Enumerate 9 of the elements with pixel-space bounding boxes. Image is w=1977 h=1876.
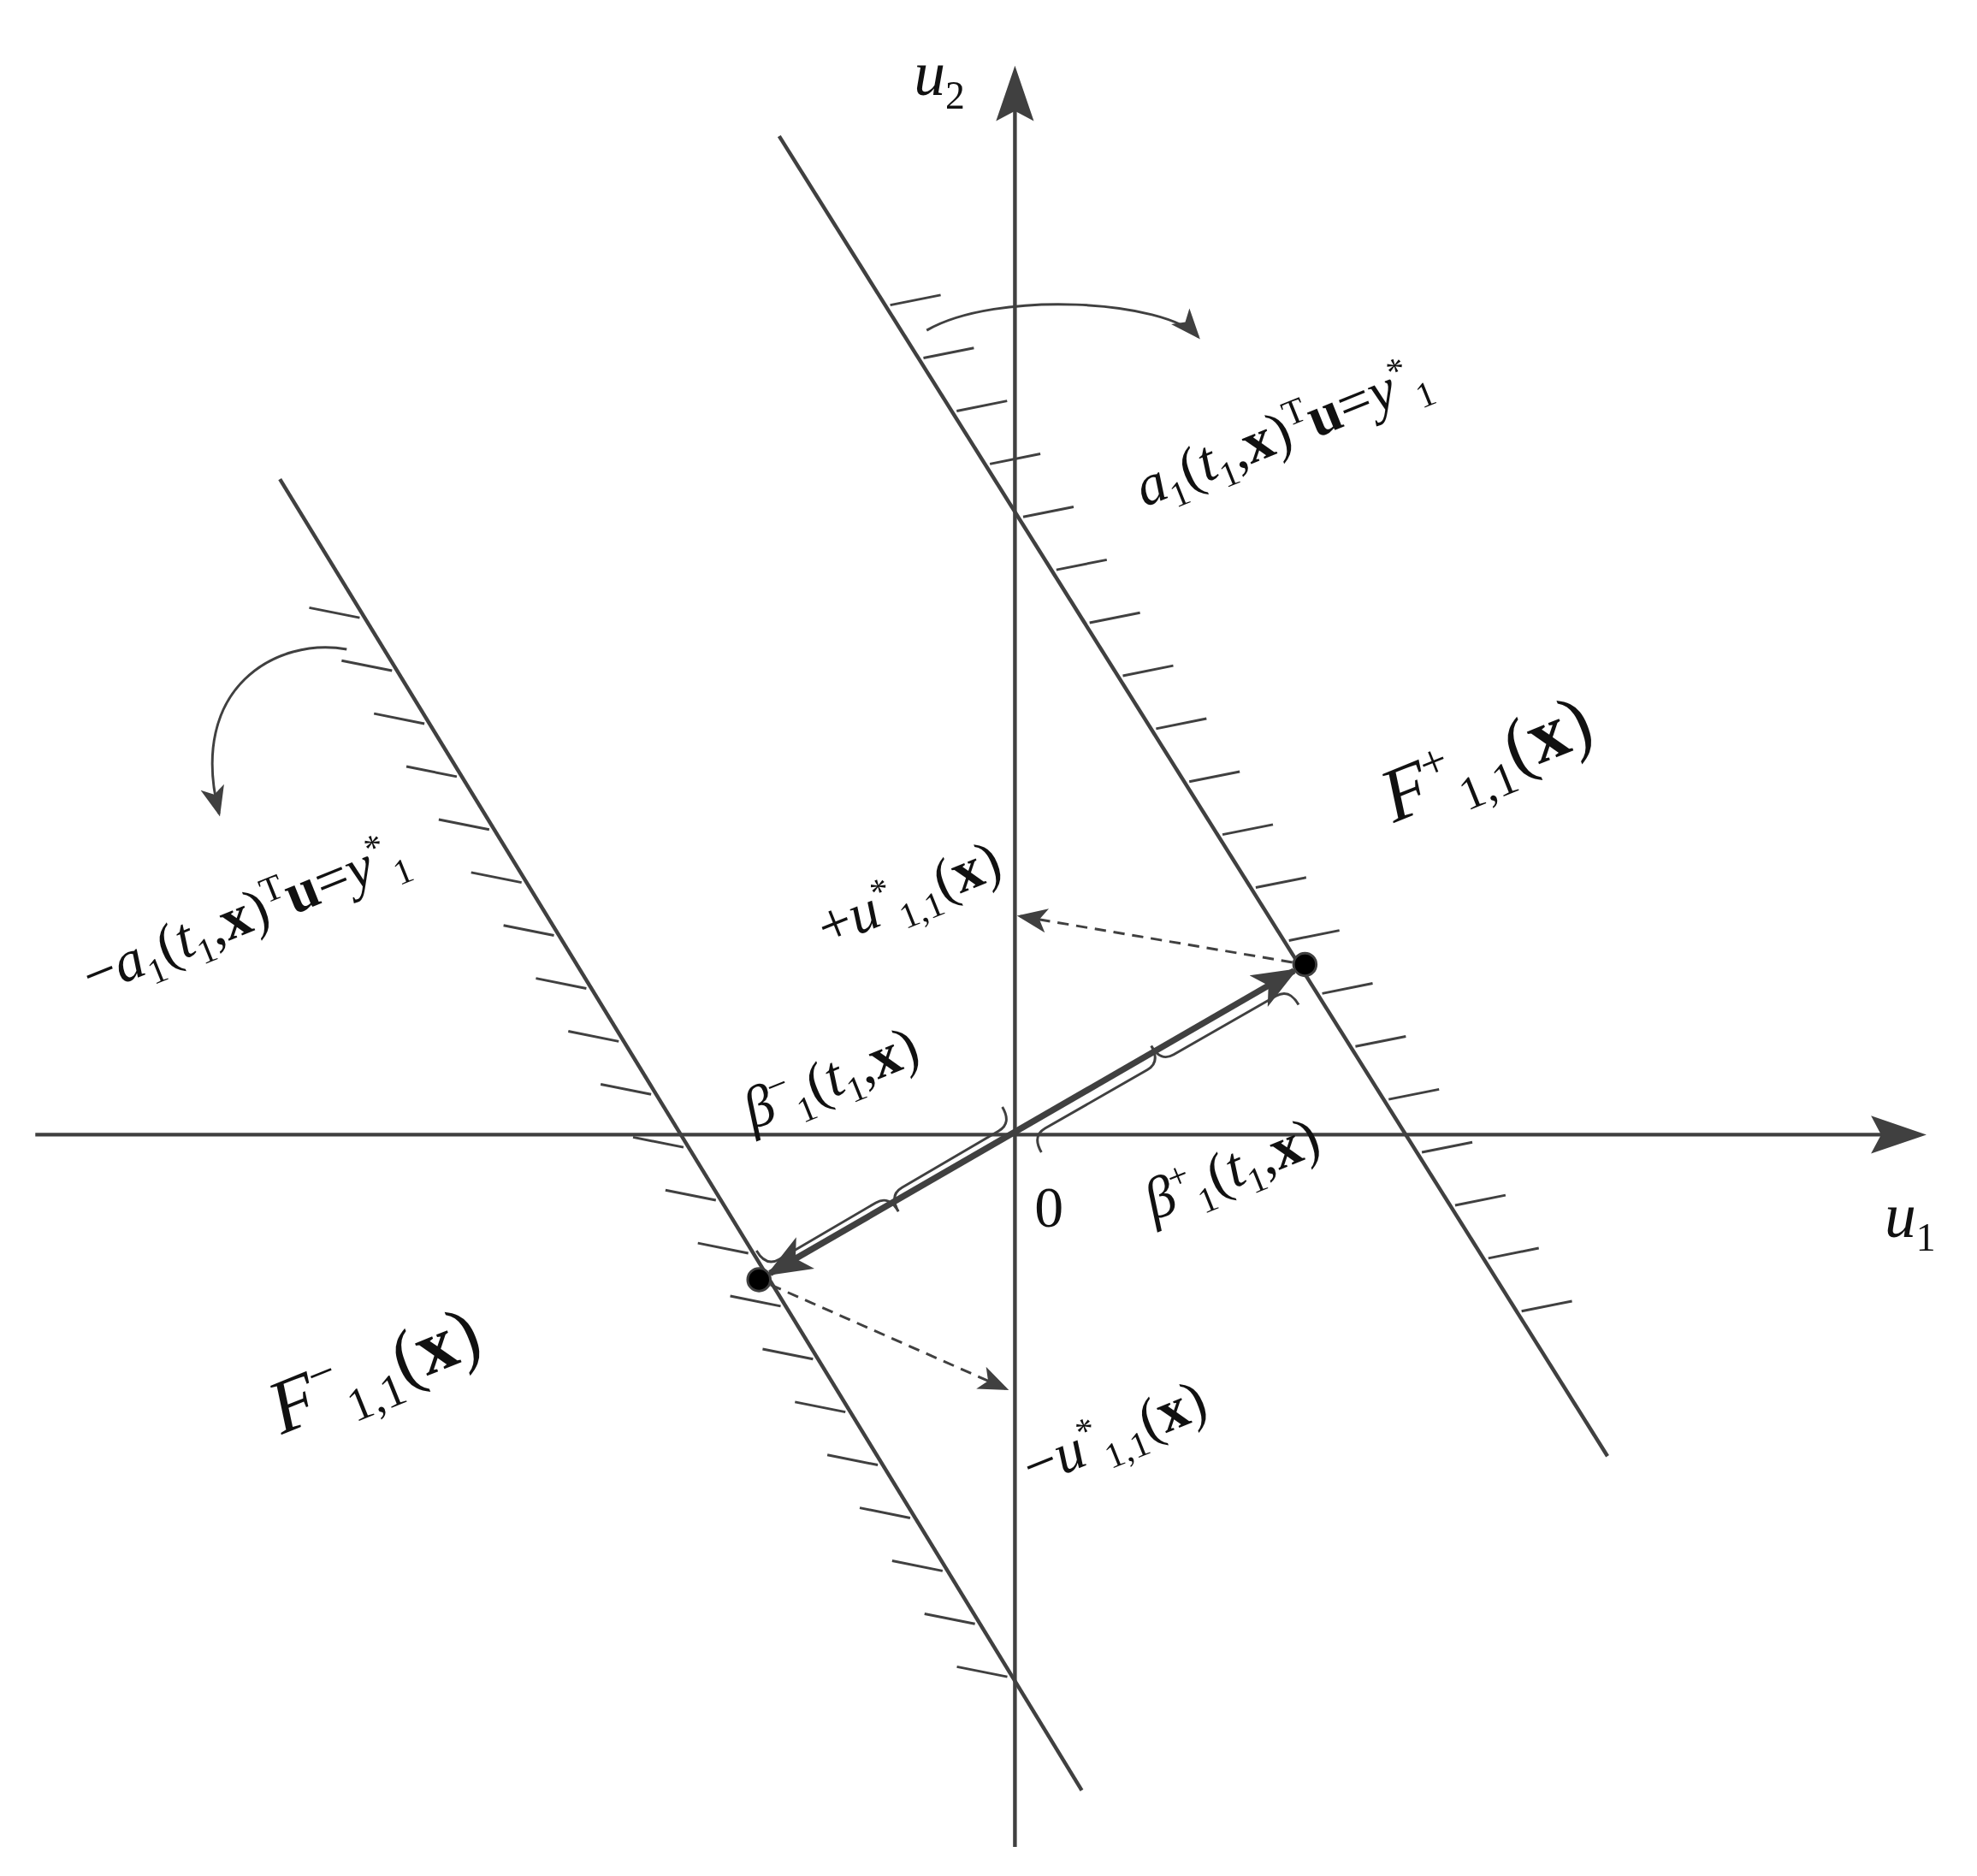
curved-arrow: [926, 303, 1201, 339]
axis-label: u$_{2}$: [914, 41, 965, 115]
point-marker: [1292, 951, 1318, 978]
axis-label: u$_{1}$: [1884, 1183, 1936, 1258]
dashed-arrow: [770, 1283, 1009, 1390]
dashed-arrow: [1016, 908, 1293, 964]
origin-label: 0: [1034, 1179, 1064, 1237]
point-marker: [746, 1267, 772, 1293]
curved-arrow: [202, 646, 347, 817]
